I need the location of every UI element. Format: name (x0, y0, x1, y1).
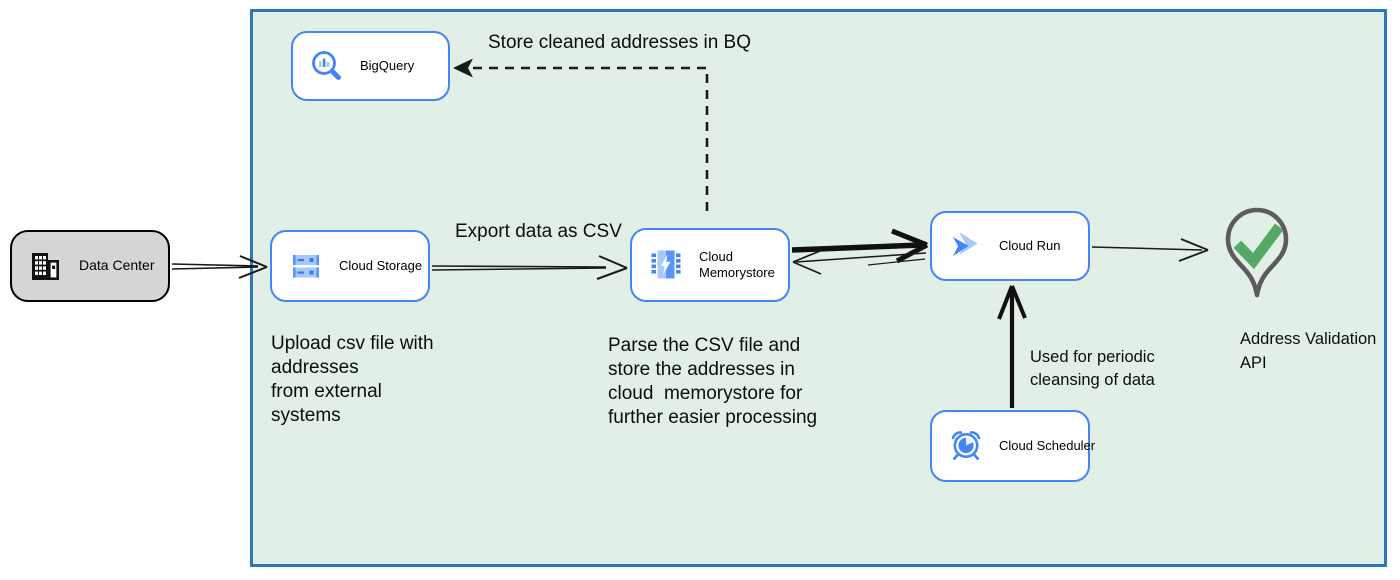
node-cloud-storage[interactable]: Cloud Storage (270, 230, 430, 302)
cloud-storage-icon (288, 248, 324, 284)
memorystore-chip-icon (648, 247, 684, 283)
node-label-cloud-scheduler: Cloud Scheduler (999, 437, 1096, 453)
building-icon (28, 248, 64, 284)
node-cloud-scheduler[interactable]: Cloud Scheduler (930, 410, 1095, 482)
bigquery-magnifier-icon (309, 48, 345, 84)
node-label-cloud-storage: Cloud Storage (339, 257, 423, 273)
annotation-upload-csv: Upload csv file with addresses from exte… (271, 333, 434, 426)
scheduler-clock-icon (948, 428, 984, 464)
node-cloud-memorystore[interactable]: Cloud Memorystore (630, 228, 790, 302)
annotation-parse-csv: Parse the CSV file and store the address… (608, 335, 818, 428)
edge-label-periodic-cleansing: Used for periodic cleansing of data (1030, 348, 1155, 389)
node-cloud-run[interactable]: Cloud Run (930, 211, 1090, 281)
node-label-data-center: Data Center (79, 257, 155, 274)
node-bigquery[interactable]: BigQuery (291, 31, 450, 101)
node-address-validation[interactable] (1222, 206, 1292, 308)
node-data-center[interactable]: Data Center (10, 230, 170, 302)
node-label-cloud-run: Cloud Run (999, 237, 1061, 253)
node-label-bigquery: BigQuery (360, 57, 415, 73)
map-pin-check-icon (1225, 207, 1289, 298)
label-address-validation-api: Address Validation API (1240, 330, 1377, 372)
gcp-boundary (250, 9, 1387, 567)
edge-label-export-csv: Export data as CSV (455, 221, 622, 242)
edge-label-store-cleaned: Store cleaned addresses in BQ (488, 32, 751, 53)
cloud-run-icon (948, 228, 984, 264)
node-label-cloud-memorystore: Cloud Memorystore (699, 248, 775, 280)
